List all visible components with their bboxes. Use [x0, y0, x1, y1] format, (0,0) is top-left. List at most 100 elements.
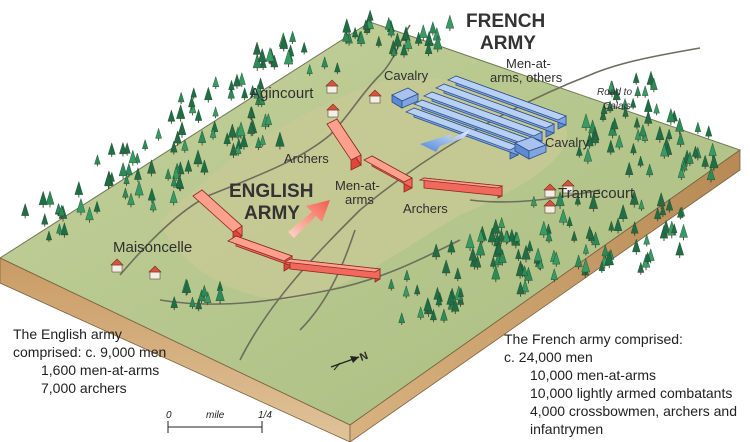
tree-icon	[600, 102, 608, 117]
tree-icon	[147, 159, 156, 177]
tree-icon	[676, 131, 685, 148]
tree-icon	[169, 189, 178, 206]
tree-icon	[706, 166, 716, 183]
french-summary-line5: 4,000 crossbowmen, archers and	[530, 403, 737, 419]
tree-icon	[289, 30, 297, 44]
french-summary-line4: 10,000 lightly armed combatants	[530, 385, 733, 401]
tree-icon	[708, 142, 717, 159]
tree-icon	[402, 284, 410, 299]
men-at-arms-others-label-line2: arms, others	[490, 70, 563, 85]
tree-icon	[539, 220, 549, 239]
tree-icon	[403, 269, 411, 282]
tree-icon	[656, 191, 666, 209]
tree-icon	[122, 187, 129, 200]
english-summary-line3: 1,600 men-at-arms	[41, 362, 160, 378]
tree-icon	[342, 28, 351, 45]
tree-icon	[249, 84, 256, 97]
tree-icon	[637, 155, 644, 168]
tree-icon	[566, 215, 573, 228]
tree-icon	[184, 159, 193, 174]
archers-right-label: Archers	[403, 201, 448, 216]
tree-icon	[177, 91, 185, 105]
english-army-label-line1: ENGLISH	[229, 181, 313, 202]
tree-icon	[591, 130, 600, 146]
english-summary-line4: 7,000 archers	[41, 380, 127, 396]
tree-icon	[588, 193, 599, 212]
tree-icon	[433, 34, 443, 53]
tree-icon	[125, 162, 133, 178]
tree-icon	[606, 139, 615, 155]
tree-icon	[74, 180, 84, 198]
tree-icon	[446, 290, 456, 308]
tree-icon	[134, 167, 142, 183]
tree-icon	[646, 163, 654, 178]
tree-icon	[198, 129, 207, 146]
road-label-line1: Road to	[597, 87, 632, 98]
tree-icon	[204, 290, 212, 306]
tree-icon	[223, 132, 231, 147]
tree-icon	[123, 174, 130, 186]
tree-icon	[638, 199, 645, 211]
tree-icon	[625, 161, 634, 178]
tree-icon	[608, 220, 615, 233]
tree-icon	[147, 187, 156, 203]
tree-icon	[334, 61, 341, 75]
tree-icon	[550, 268, 558, 283]
tree-icon	[45, 230, 53, 243]
tree-icon	[258, 93, 266, 108]
tree-icon	[255, 136, 263, 151]
tree-icon	[155, 127, 162, 141]
tree-icon	[679, 223, 688, 241]
tree-icon	[615, 134, 624, 150]
tree-icon	[252, 41, 262, 58]
tree-icon	[181, 138, 189, 153]
tree-icon	[585, 225, 594, 242]
tree-icon	[228, 123, 237, 141]
tree-icon	[632, 72, 640, 85]
tree-icon	[170, 175, 178, 189]
house-icon	[326, 103, 340, 118]
tree-icon	[200, 284, 208, 299]
french-men-at-arms-block-1	[446, 75, 568, 130]
tree-icon	[253, 84, 263, 102]
house-icon	[543, 199, 557, 214]
village-houses	[110, 79, 575, 280]
english-army-label-line2: ARMY	[244, 203, 300, 224]
tree-icon	[694, 121, 702, 134]
tree-icon	[705, 125, 713, 139]
tree-icon	[533, 247, 543, 264]
tree-icon	[423, 296, 433, 314]
tree-icon	[622, 106, 629, 119]
tree-icon	[265, 46, 275, 65]
tree-icon	[555, 191, 565, 209]
tree-icon	[659, 204, 667, 218]
tree-icon	[362, 19, 369, 32]
tree-icon	[498, 216, 506, 231]
tree-icon	[366, 9, 374, 23]
english-advance-arrow	[288, 200, 330, 238]
tree-icon	[686, 151, 694, 167]
scale-start-label: 0	[166, 410, 172, 421]
tree-icon	[701, 154, 709, 170]
tree-icon	[400, 42, 408, 58]
tree-icon	[227, 86, 235, 101]
tree-icon	[521, 279, 530, 295]
tree-icon	[393, 32, 402, 50]
tree-icon	[94, 154, 101, 167]
tree-icon	[497, 228, 506, 245]
house-icon	[325, 79, 339, 94]
tree-icon	[149, 199, 157, 213]
tree-icon	[259, 134, 266, 147]
forest-trees	[21, 9, 719, 326]
english-men-at-arms-block	[363, 155, 413, 193]
tree-icon	[176, 104, 186, 122]
english-archers-left-block	[326, 117, 362, 171]
tree-icon	[119, 141, 127, 157]
tree-icon	[93, 200, 101, 214]
tree-icon	[582, 243, 589, 256]
tree-icon	[189, 296, 196, 309]
tree-icon	[583, 147, 593, 165]
tree-icon	[85, 206, 94, 223]
tree-icon	[167, 109, 176, 124]
